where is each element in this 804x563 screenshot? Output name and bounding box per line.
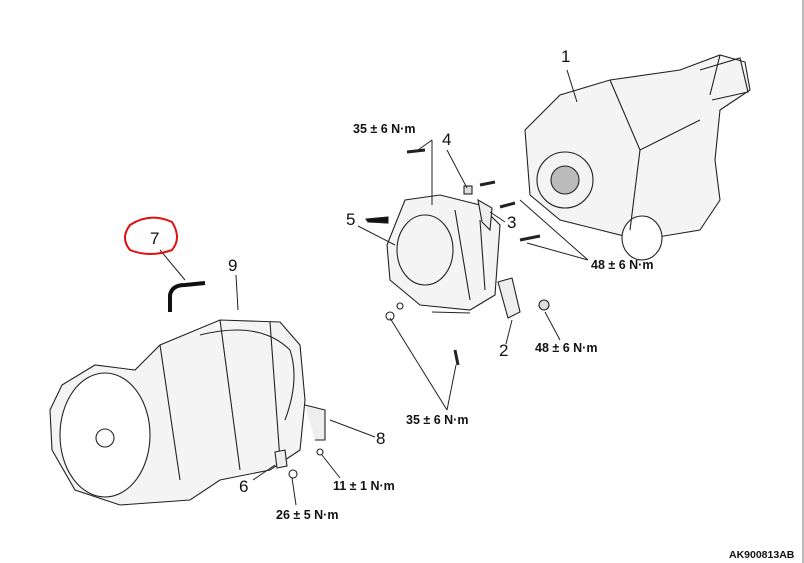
bracket-6-part [274,449,288,469]
transmission-part [49,319,306,506]
torque-label: 48 ± 6 N·m [591,258,654,272]
callout-5: 5 [346,210,356,229]
bracket-8-part [304,404,326,441]
transfer-case-part [524,54,751,261]
callout-6: 6 [239,477,249,496]
torque-label: 35 ± 6 N·m [406,413,469,427]
callout-3: 3 [507,213,517,232]
leader-lines [159,69,589,506]
highlight-circle [124,216,178,255]
callout-4: 4 [442,130,452,149]
callout-2: 2 [499,341,509,360]
bracket-2-part [497,277,521,319]
callout-1: 1 [561,47,571,66]
callout-8: 8 [376,429,386,448]
figure-code: AK900813AB [729,549,795,561]
torque-label: 48 ± 6 N·m [535,341,598,355]
plate-4-part [463,185,473,195]
callout-7: 7 [150,229,160,248]
adapter-case-part [386,194,501,311]
torque-label: 26 ± 5 N·m [276,508,339,522]
torque-label: 11 ± 1 N·m [333,479,395,493]
bracket-3-part [477,198,493,232]
oil-hose-part [168,281,206,312]
callout-9: 9 [228,256,238,275]
torque-label: 35 ± 6 N·m [353,122,416,136]
tube-part [365,216,389,224]
